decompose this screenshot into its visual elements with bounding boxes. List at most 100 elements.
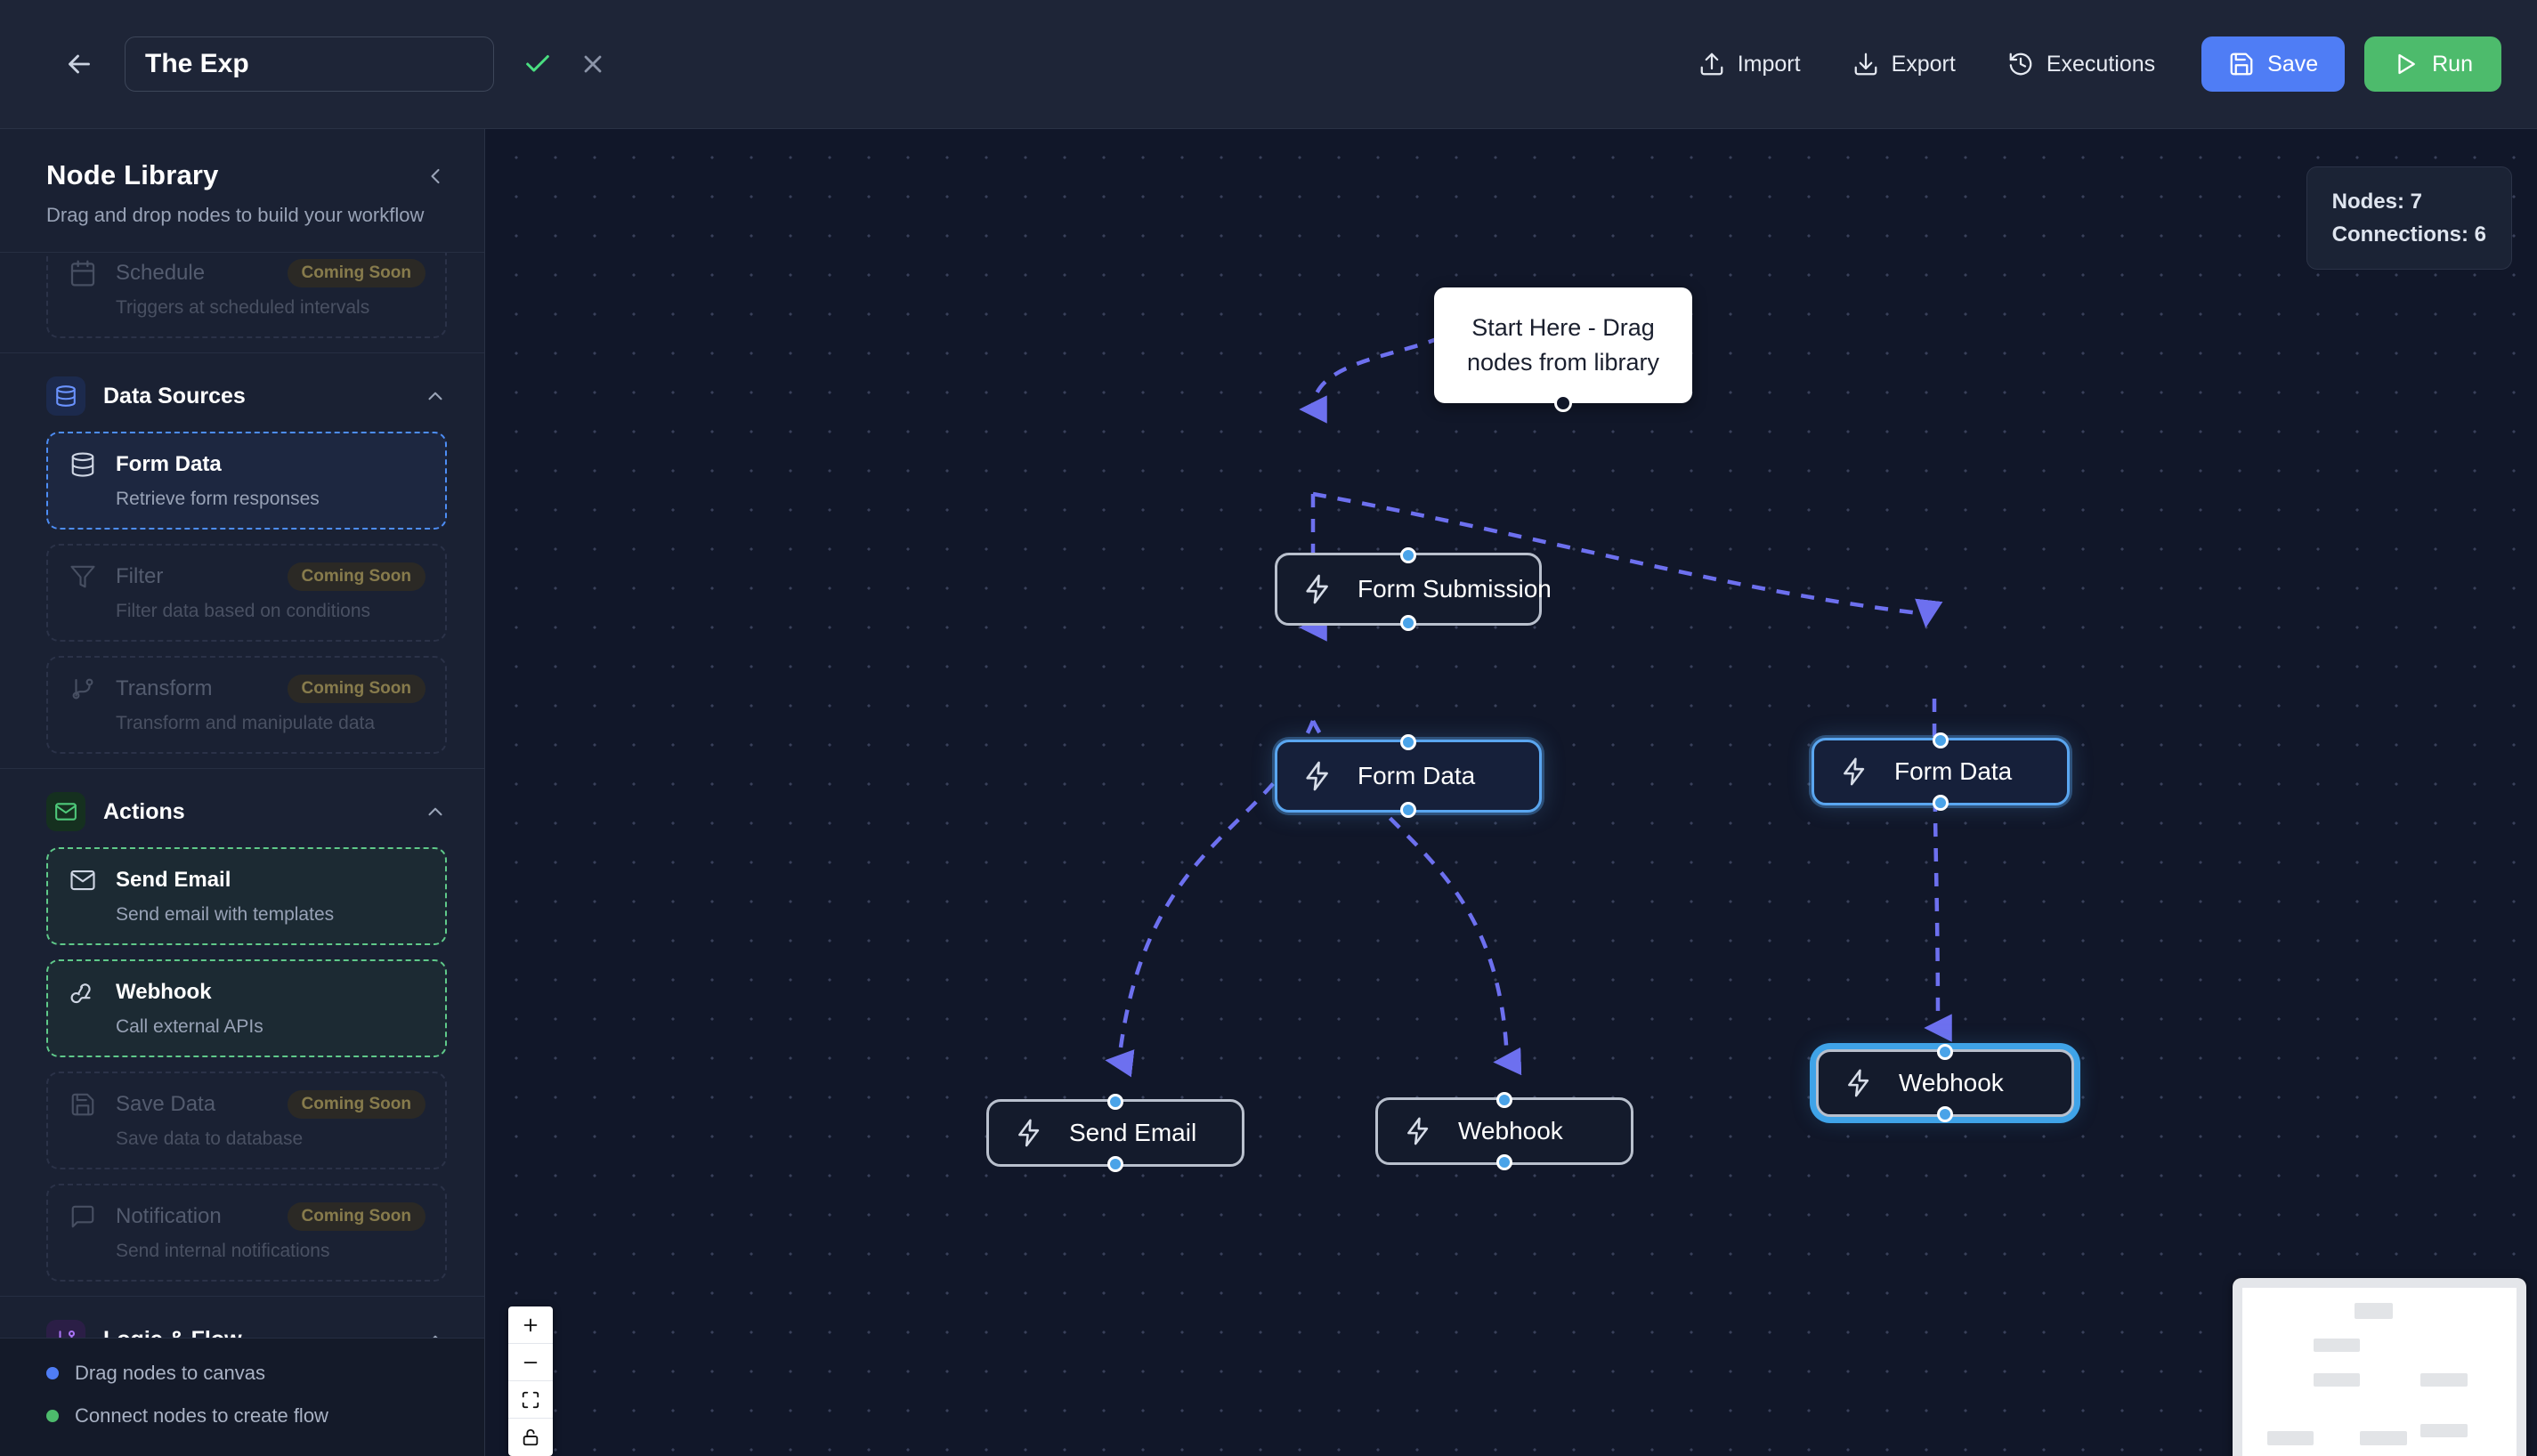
workflow-canvas[interactable]: Start Here - Drag nodes from library For… bbox=[485, 129, 2537, 1456]
connection-handle-source[interactable] bbox=[1107, 1156, 1123, 1172]
sidebar-divider bbox=[0, 768, 484, 769]
status-badge: Coming Soon bbox=[287, 1202, 426, 1231]
node-card-name: Save Data bbox=[116, 1092, 216, 1116]
canvas-node-form-data-center[interactable]: Form Data bbox=[1275, 734, 1542, 818]
run-label: Run bbox=[2432, 51, 2473, 77]
node-card-name: Filter bbox=[116, 564, 164, 588]
connection-handle-source[interactable] bbox=[1400, 615, 1416, 631]
chevron-up-icon[interactable] bbox=[424, 1328, 447, 1338]
status-badge: Coming Soon bbox=[287, 1090, 426, 1119]
cancel-title-icon[interactable] bbox=[572, 44, 613, 85]
zoom-out-button[interactable] bbox=[508, 1344, 553, 1381]
webhook-icon bbox=[68, 977, 98, 1007]
node-card-desc: Send email with templates bbox=[116, 904, 335, 925]
lightning-icon bbox=[1842, 1066, 1876, 1100]
node-card-form-data[interactable]: Form Data Retrieve form responses bbox=[46, 432, 447, 530]
node-card-desc: Triggers at scheduled intervals bbox=[116, 297, 370, 318]
floppy-disk-icon bbox=[2230, 53, 2253, 76]
status-badge: Coming Soon bbox=[287, 562, 426, 591]
canvas-node-label: Webhook bbox=[1899, 1069, 2004, 1096]
node-card-row: Save Data Coming Soon bbox=[68, 1089, 426, 1120]
node-card-send-email[interactable]: Send Email Send email with templates bbox=[46, 847, 447, 945]
minimap-node bbox=[2420, 1372, 2468, 1387]
connection-handle-source[interactable] bbox=[1937, 1106, 1953, 1122]
minimap-node bbox=[2355, 1303, 2394, 1319]
connection-handle-target[interactable] bbox=[1496, 1092, 1512, 1108]
save-button[interactable]: Save bbox=[2201, 36, 2346, 92]
node-card-name: Send Email bbox=[116, 868, 231, 892]
confirm-title-icon[interactable] bbox=[517, 44, 558, 85]
connection-handle-target[interactable] bbox=[1400, 734, 1416, 750]
node-card-notification: Notification Coming Soon Send internal n… bbox=[46, 1184, 447, 1282]
toolbar-actions: Import Export Executions Save Run bbox=[1677, 36, 2501, 92]
node-card-row: Transform Coming Soon bbox=[68, 674, 426, 704]
node-card-row: Schedule Coming Soon bbox=[68, 258, 426, 288]
chat-bubble-icon bbox=[68, 1201, 98, 1232]
tip-text: Drag nodes to canvas bbox=[75, 1362, 266, 1384]
minimap-node bbox=[2360, 1431, 2407, 1445]
chevron-up-icon[interactable] bbox=[424, 800, 447, 823]
status-badge: Coming Soon bbox=[287, 259, 426, 287]
import-button[interactable]: Import bbox=[1677, 36, 1822, 92]
node-card-row: Notification Coming Soon bbox=[68, 1201, 426, 1232]
connection-handle-target[interactable] bbox=[1400, 547, 1416, 563]
minimap-viewport bbox=[2242, 1288, 2517, 1456]
workflow-title-input[interactable] bbox=[125, 36, 494, 92]
status-badge: Coming Soon bbox=[287, 675, 426, 703]
connection-handle-target[interactable] bbox=[1933, 732, 1949, 748]
lightning-icon bbox=[1301, 572, 1334, 606]
canvas-node-form-data-right[interactable]: Form Data bbox=[1812, 732, 2070, 811]
node-card-desc: Transform and manipulate data bbox=[116, 713, 376, 733]
node-card-desc: Save data to database bbox=[116, 1128, 304, 1149]
section-header-actions[interactable]: Actions bbox=[0, 769, 484, 847]
node-card-row: Send Email bbox=[68, 865, 426, 895]
canvas-node-webhook-center[interactable]: Webhook bbox=[1375, 1092, 1633, 1170]
connection-handle-source[interactable] bbox=[1400, 802, 1416, 818]
node-card-row: Filter Coming Soon bbox=[68, 562, 426, 592]
section-title: Actions bbox=[103, 798, 185, 824]
plus-icon bbox=[523, 1318, 538, 1331]
canvas-minimap[interactable] bbox=[2233, 1278, 2526, 1456]
canvas-node-form-submission[interactable]: Form Submission bbox=[1275, 547, 1552, 631]
section-header-data-sources[interactable]: Data Sources bbox=[0, 353, 484, 432]
node-card-row: Form Data bbox=[68, 449, 426, 480]
minus-icon bbox=[523, 1361, 538, 1363]
chevron-up-icon[interactable] bbox=[424, 384, 447, 408]
sidebar-divider bbox=[0, 352, 484, 353]
import-label: Import bbox=[1737, 51, 1801, 77]
upload-icon bbox=[1700, 53, 1723, 76]
connection-handle-target[interactable] bbox=[1937, 1044, 1953, 1060]
connection-handle-target[interactable] bbox=[1107, 1094, 1123, 1110]
sidebar-scroll-area[interactable]: Schedule Coming Soon Triggers at schedul… bbox=[0, 253, 484, 1338]
minimap-node bbox=[2420, 1423, 2468, 1437]
lock-canvas-button[interactable] bbox=[508, 1419, 553, 1456]
connection-handle-source[interactable] bbox=[1496, 1154, 1512, 1170]
back-arrow-icon[interactable] bbox=[53, 38, 105, 90]
chevron-left-icon[interactable] bbox=[420, 161, 450, 191]
export-button[interactable]: Export bbox=[1831, 36, 1977, 92]
start-here-card[interactable]: Start Here - Drag nodes from library bbox=[1434, 287, 1692, 413]
canvas-node-label: Send Email bbox=[1069, 1119, 1197, 1146]
node-card-webhook[interactable]: Webhook Call external APIs bbox=[46, 959, 447, 1057]
tip-dot-green bbox=[46, 1410, 59, 1422]
database-icon bbox=[68, 449, 98, 480]
executions-button[interactable]: Executions bbox=[1986, 36, 2176, 92]
sidebar-divider bbox=[0, 1296, 484, 1297]
lock-icon bbox=[523, 1428, 539, 1446]
canvas-node-send-email[interactable]: Send Email bbox=[986, 1094, 1244, 1172]
canvas-node-label: Form Submission bbox=[1358, 575, 1552, 603]
node-card-name: Transform bbox=[116, 676, 213, 700]
run-button[interactable]: Run bbox=[2364, 36, 2501, 92]
minimap-node bbox=[2314, 1372, 2361, 1387]
history-icon bbox=[2009, 53, 2032, 76]
canvas-stats-panel: Nodes: 7 Connections: 6 bbox=[2306, 166, 2512, 271]
connection-handle[interactable] bbox=[1554, 394, 1572, 413]
connection-handle-source[interactable] bbox=[1933, 795, 1949, 811]
node-card-row: Webhook bbox=[68, 977, 426, 1007]
section-header-logic-flow[interactable]: Logic & Flow bbox=[0, 1297, 484, 1338]
zoom-controls bbox=[508, 1306, 553, 1456]
zoom-in-button[interactable] bbox=[508, 1306, 553, 1344]
canvas-node-webhook-right[interactable]: Webhook bbox=[1816, 1044, 2074, 1122]
node-card-save-data: Save Data Coming Soon Save data to datab… bbox=[46, 1072, 447, 1169]
fit-view-button[interactable] bbox=[508, 1381, 553, 1419]
